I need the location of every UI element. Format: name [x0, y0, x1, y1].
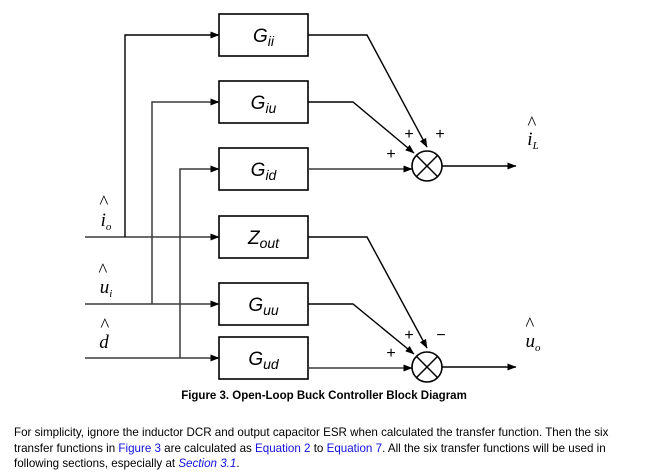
body-text-part5: . — [236, 457, 240, 470]
input-hat-u-hat-i: ^ — [98, 260, 108, 281]
sum-cross-voltage-b — [415, 355, 439, 379]
output-label-u-hat-o: uo — [526, 331, 542, 354]
wire-z-out-to-voltage-sum — [308, 236, 428, 349]
wire-g-iu-to-current-sum — [308, 101, 415, 154]
block-label-g-id: Gid — [251, 160, 278, 183]
block-label-z-out: Zout — [247, 228, 280, 251]
branch-u-hat-i-to-g-iu — [151, 98, 220, 304]
block-z-out — [218, 215, 309, 259]
body-paragraph: For simplicity, ignore the inductor DCR … — [14, 425, 636, 472]
wire-g-uu-to-voltage-sum — [308, 303, 415, 355]
sign-current-g-iu: + — [404, 126, 413, 143]
block-g-ii — [218, 13, 309, 57]
block-g-ud — [218, 336, 309, 380]
sum-cross-current-b — [415, 154, 439, 178]
figure-caption: Figure 3. Open-Loop Buck Controller Bloc… — [181, 390, 467, 402]
xref-equation-2[interactable]: Equation 2 — [255, 441, 311, 455]
block-diagram-figure: Gii Giu Gid Zout Guu Gud — [85, 13, 542, 383]
output-label-i-hat-L: iL — [527, 129, 538, 152]
block-label-g-iu: Giu — [251, 93, 277, 116]
block-label-g-ii: Gii — [253, 26, 275, 49]
sign-voltage-g-uu: + — [404, 327, 413, 344]
input-hat-d-hat: ^ — [100, 315, 110, 336]
sign-voltage-z-out: − — [436, 327, 445, 344]
sign-current-g-id: + — [386, 146, 395, 163]
input-hat-i-hat-o: ^ — [99, 192, 109, 213]
wire-g-ii-to-current-sum — [308, 34, 428, 148]
input-label-i-hat-o: io — [101, 210, 112, 233]
sign-current-g-ii: + — [435, 126, 444, 143]
body-text-part3: to — [310, 441, 327, 455]
input-label-u-hat-i: ui — [100, 277, 113, 300]
block-g-id — [218, 147, 309, 191]
block-g-uu — [218, 282, 309, 326]
branch-i-hat-o-to-g-ii — [124, 31, 220, 237]
output-hat-u-hat-o: ^ — [525, 314, 535, 335]
block-label-g-uu: Guu — [248, 295, 279, 318]
body-text-part4: . All the six transfer functions will be… — [14, 441, 606, 471]
open-loop-buck-block-diagram: Gii Giu Gid Zout Guu Gud — [85, 13, 542, 383]
block-label-g-ud: Gud — [248, 349, 280, 372]
branch-d-hat-to-g-id — [179, 165, 220, 358]
output-hat-i-hat-L: ^ — [527, 113, 537, 134]
sign-voltage-g-ud: + — [386, 345, 395, 362]
body-text-part2: are calculated as — [160, 441, 256, 455]
xref-section-3-1[interactable]: Section 3.1 — [178, 457, 237, 470]
xref-equation-7[interactable]: Equation 7 — [326, 441, 383, 455]
body-text-part1: For simplicity, ignore the inductor DCR … — [14, 426, 609, 455]
input-label-d-hat: d — [99, 332, 109, 353]
xref-figure-3[interactable]: Figure 3 — [118, 441, 161, 455]
